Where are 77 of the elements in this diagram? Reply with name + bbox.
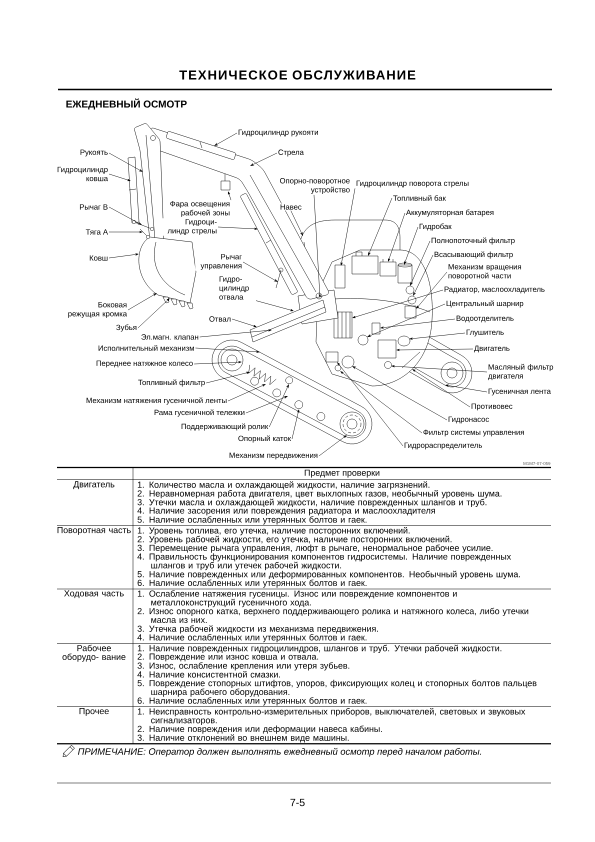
checklist-item: 1. Количество масла и охлаждающей жидкости, наличие загрязнений. (138, 481, 430, 490)
leader-line (292, 409, 300, 440)
checklist-item: 5. Наличие поврежденных или деформированных компонентов. Необычный уровень шума. (138, 570, 520, 580)
checklist-item: 4. Наличие консистентной смазки. (137, 670, 280, 678)
leader-line (228, 384, 266, 402)
checklist-item: 4. Наличие ослабленных или утерянных болтов и гаек. (137, 634, 366, 642)
leader-line (232, 318, 257, 328)
leader-line (194, 361, 242, 364)
checklist-item: 1. Ослабление натяжения гусеницы. Износ или повреждение компонентов и металлоконструкций гусеничного хода. (138, 590, 457, 608)
leader-line (391, 365, 488, 372)
leader-line (413, 254, 434, 296)
leader-line (352, 366, 448, 420)
leader-line (242, 262, 278, 282)
leader-line (388, 212, 406, 262)
leader-line (108, 206, 142, 225)
checklist-item: 2. Наличие повреждения или деформации навеса кабины. (138, 725, 382, 734)
checklist-item: 4. Правильность функционирования компонентов гидросистемы. Наличие поврежденных шлангов и труб или утечек рабочей жидкости. (137, 553, 511, 570)
leader-line (214, 132, 238, 146)
checklist-item: 6. Наличие ослабленных или утерянных болтов и гаек. (138, 697, 366, 706)
checklist-item: 2. Износ опорного катка, верхнего поддерживающего ролика и натяжного колеса, либо утечки масла из них. (138, 608, 528, 623)
leader-line (290, 210, 303, 236)
column-header: Предмет проверки (304, 470, 380, 478)
checklist-item: 1. Наличие поврежденных гидроцилиндров, шлангов и труб. Утечки рабочей жидкости. (138, 644, 502, 654)
leader-line (409, 332, 466, 340)
section-heading: ЕЖЕДНЕВНЫЙ ОСМОТР (66, 98, 187, 110)
checklist-item: 1. Уровень топлива, его утечка, наличие посторонних включений. (138, 526, 410, 536)
row-header: Поворотная часть (58, 527, 131, 535)
leader-line (206, 372, 250, 384)
leader-line (445, 384, 488, 392)
checklist-item: 4. Наличие засорения или повреждения радиатора и маслоохладителя (137, 508, 435, 516)
checklist-item: 2. Неравномерная работа двигателя, цвет выхлопных газов, необычный уровень шума. (138, 490, 502, 498)
leader-line (337, 362, 404, 446)
leader-line (368, 198, 392, 256)
leader-line (256, 300, 294, 312)
leader-line (108, 253, 139, 258)
leader-line (410, 240, 430, 286)
row-header: Рабочее оборудо- вание (62, 644, 126, 662)
leader-line (108, 230, 143, 234)
checklist-item: 3. Утечки масла и охлаждающей жидкости, наличие поврежденных шлангов и труб. (138, 498, 486, 508)
checklist-item: 3. Утечка рабочей жидкости из механизма передвижения. (138, 625, 378, 634)
leader-line (138, 298, 170, 328)
leader-line (396, 348, 474, 352)
leader-line (352, 290, 444, 318)
leader-line (404, 226, 418, 265)
row-header: Ходовая часть (64, 590, 124, 598)
page-title: ТЕХНИЧЕСКОЕ ОБСЛУЖИВАНИЕ (179, 70, 416, 80)
leader-line (128, 293, 157, 310)
checklist-item: 2. Повреждение или износ ковша и отвала. (138, 653, 318, 662)
leader-line (228, 191, 232, 200)
row-header: Прочее (80, 708, 109, 716)
checklist-item: 5. Наличие ослабленных или утерянных болтов и гаек. (138, 516, 366, 524)
row-header: Двигатель (73, 481, 114, 490)
leader-line (108, 152, 143, 172)
leader-line (314, 194, 321, 298)
leader-line (318, 435, 347, 456)
leader-line (268, 384, 289, 428)
leader-line (195, 348, 260, 353)
leader-line (250, 152, 278, 166)
leader-line (416, 272, 448, 309)
checklist-item: 3. Наличие отклонений во внешнем виде машины. (138, 734, 349, 742)
note-text: ПРИМЕЧАНИЕ: Оператор должен выполнять ежедневный осмотр перед началом работы. (78, 748, 482, 757)
checklist-item: 5. Повреждение стопорных штифтов, упоров, фиксирующих колец и стопорных болтов пальцев шарнира рабочего оборудования. (138, 680, 536, 697)
leader-line (340, 371, 422, 434)
leader-line (412, 369, 470, 408)
leader-line (108, 174, 131, 182)
leader-line (367, 304, 446, 337)
checklist-item: 2. Уровень рабочей жидкости, его утечка, наличие посторонних включений. (138, 536, 452, 544)
page-number: 7-5 (290, 798, 305, 806)
checklist-item: 6. Наличие ослабленных или утерянных болтов и гаек. (138, 579, 366, 588)
checklist-item: 1. Неисправность контрольно-измерительных приборов, выключателей, световых и звуковых сигнализаторов. (138, 708, 526, 726)
leader-line (218, 226, 258, 230)
leader-line (246, 396, 288, 414)
leader-line (200, 329, 272, 338)
leader-line (380, 318, 456, 329)
checklist-item: 3. Износ, ослабление крепления или утеря зубьев. (138, 662, 350, 670)
leader-line (340, 188, 356, 266)
checklist-item: 3. Перемещение рычага управления, люфт в рычаге, ненормальное рабочее усилие. (138, 544, 492, 553)
